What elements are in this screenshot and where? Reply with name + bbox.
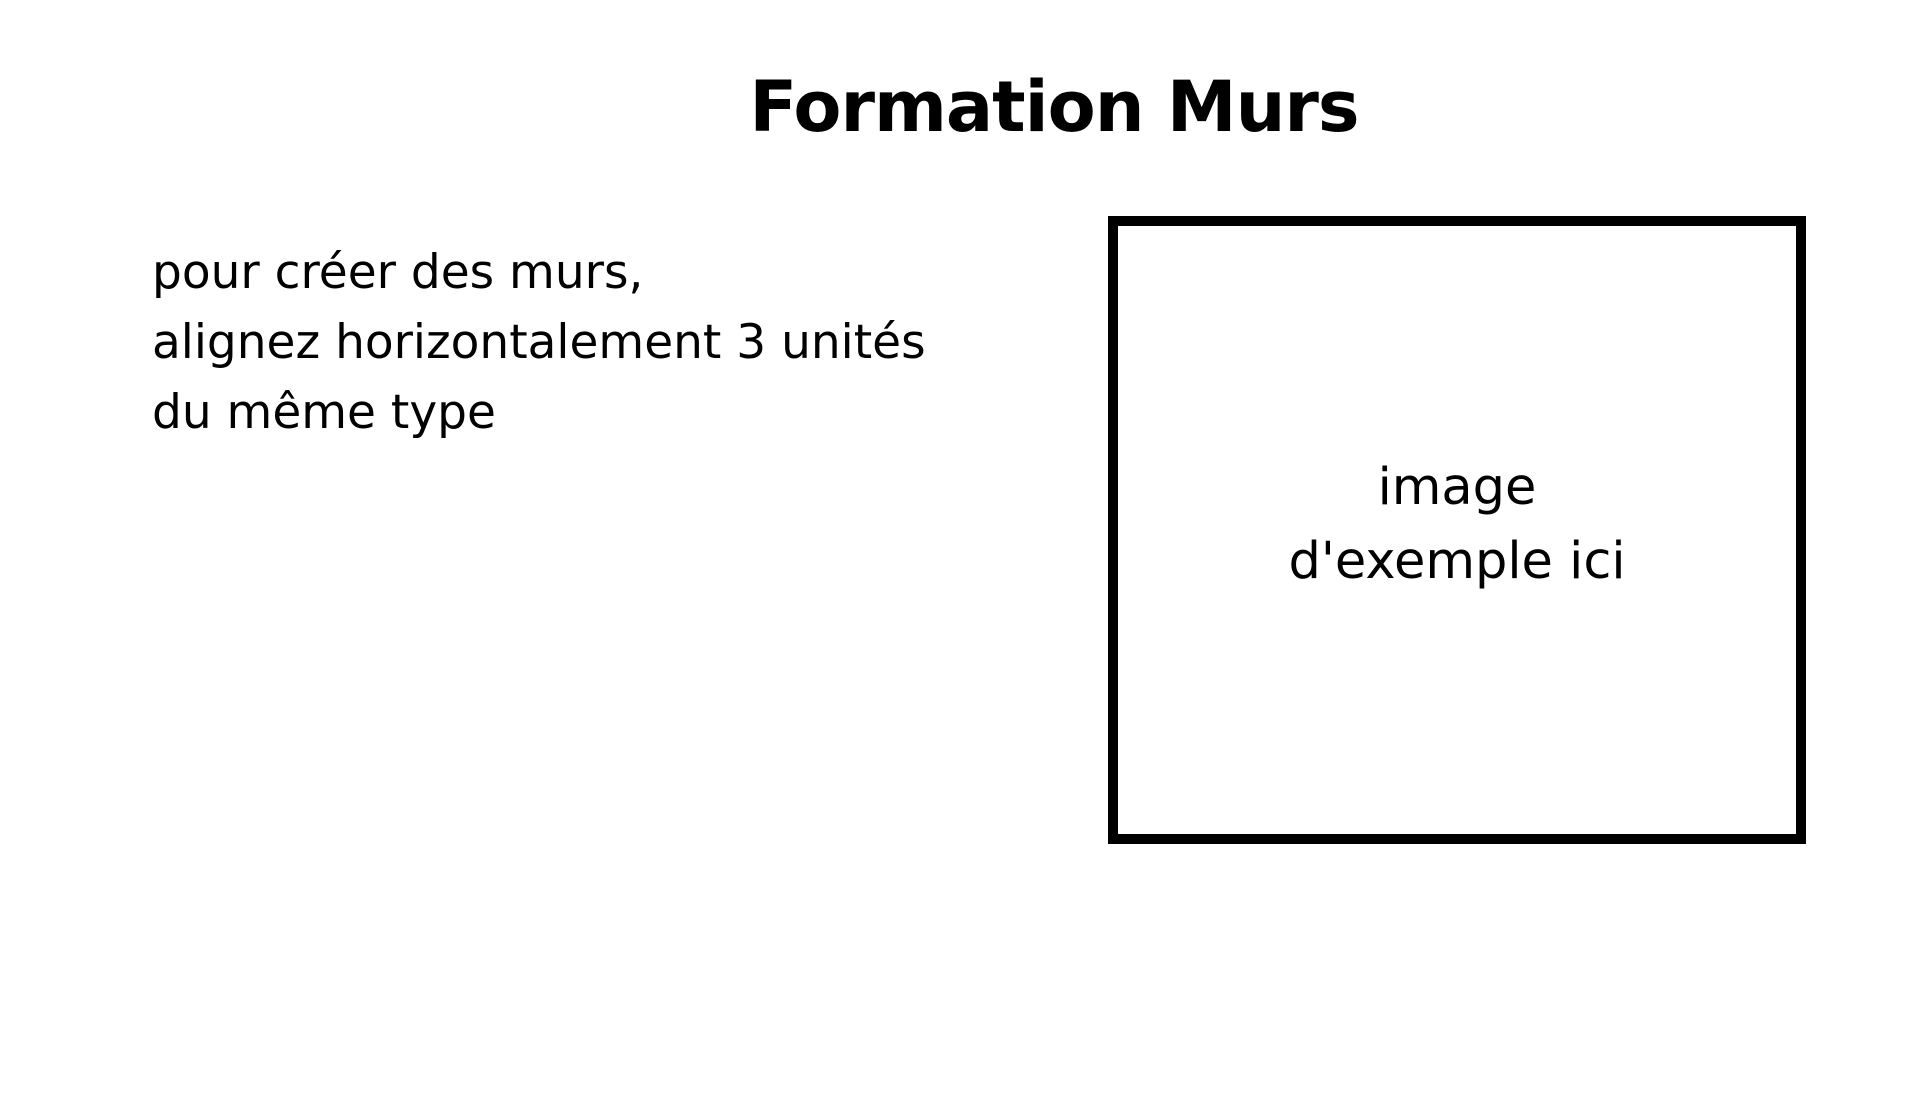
placeholder-line: d'exemple ici [1288,532,1626,591]
placeholder-line: image [1377,458,1537,517]
placeholder-caption: image d'exemple ici [1288,451,1625,599]
instruction-line: du même type [152,385,496,440]
instruction-line: pour créer des murs, [152,245,644,300]
instructions-text: pour créer des murs, alignez horizontale… [152,238,1052,448]
slide-title: Formation Murs [749,66,1359,148]
instruction-line: alignez horizontalement 3 unités [152,315,926,370]
example-image-placeholder: image d'exemple ici [1108,216,1806,844]
